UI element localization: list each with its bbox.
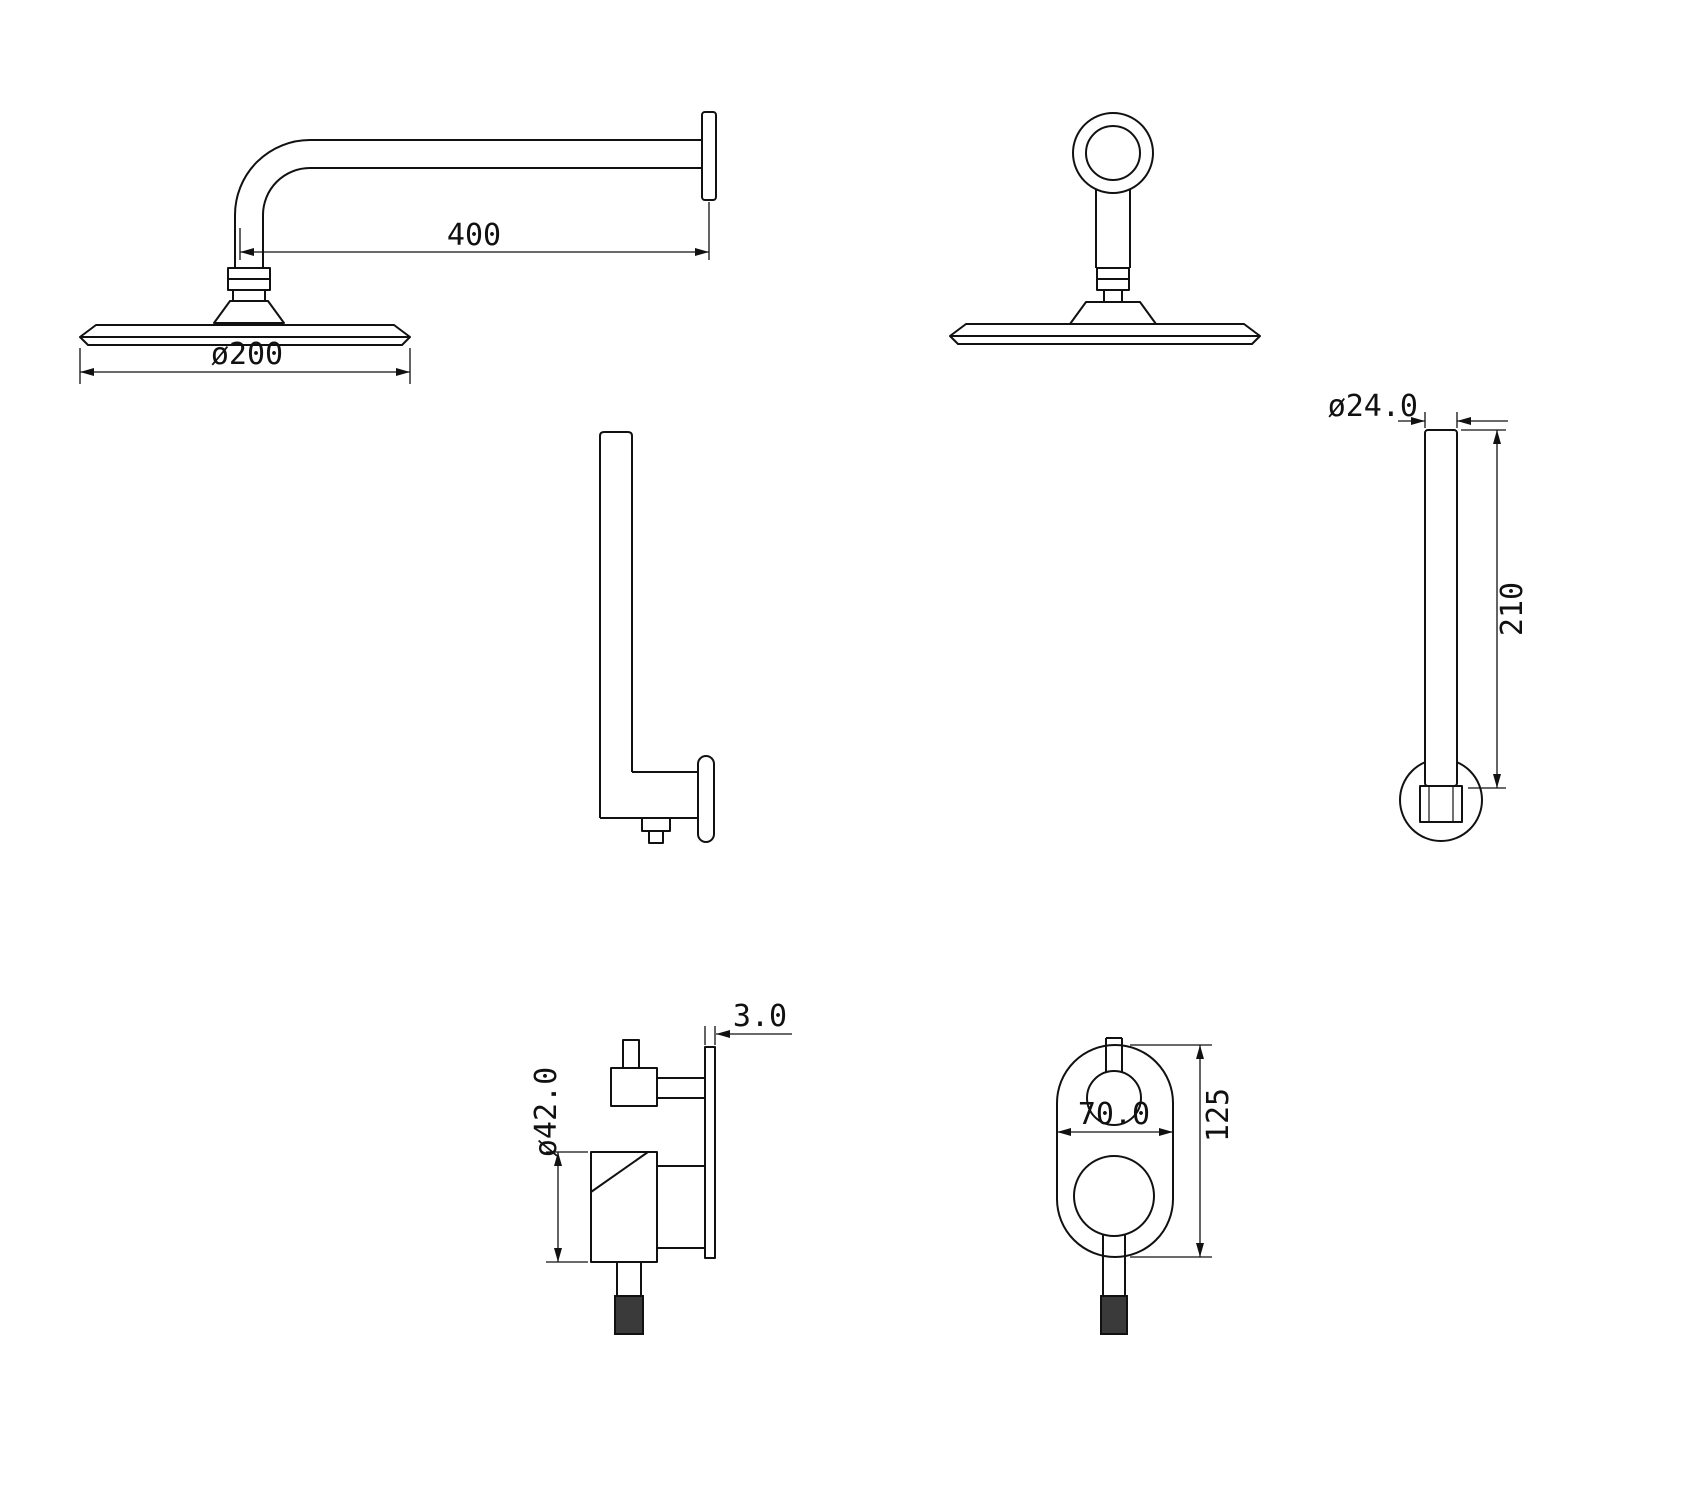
dim-plate-height: 125 [1201, 1088, 1236, 1142]
wall-flange-side [697, 755, 715, 843]
mixer-handle-front [1073, 1155, 1155, 1237]
outlet-tube-front [1424, 429, 1458, 787]
dim-handle-diameter: ø42.0 [529, 1067, 564, 1157]
mixer-handle-side [590, 1151, 658, 1263]
view-wall-outlet-side [599, 431, 715, 844]
wall-plate-profile [704, 1046, 716, 1259]
dim-tube-length: 210 [1495, 582, 1530, 636]
outlet-spout [641, 817, 671, 832]
outlet-tube-side [599, 431, 633, 818]
diverter-knob-side [610, 1067, 658, 1107]
wall-flange-front [1072, 112, 1154, 194]
head-cone-front [1069, 301, 1157, 325]
view-mixer-valve-side: 3.0 ø42.0 [529, 999, 792, 1335]
diverter-knob-front [1086, 1070, 1142, 1126]
lever-grip-front [1100, 1295, 1128, 1335]
head-cone [213, 300, 285, 324]
shower-arm-outline [234, 139, 702, 268]
diverter-stem [622, 1039, 640, 1069]
dim-plate-thickness: 3.0 [733, 999, 787, 1034]
view-wall-outlet-front: ø24.0 210 [1328, 389, 1530, 842]
view-shower-arm-side: 400 ø200 [79, 111, 717, 384]
dim-head-diameter: ø200 [211, 337, 283, 372]
wall-flange-profile [701, 111, 717, 201]
view-mixer-valve-front: 70.0 125 [1056, 1037, 1236, 1335]
mixer-plate-front [1056, 1044, 1174, 1258]
outlet-nut [1419, 785, 1463, 823]
dim-plate-width: 70.0 [1078, 1097, 1150, 1132]
dim-arm-length: 400 [447, 218, 501, 253]
lever-grip-side [614, 1295, 644, 1335]
shower-head-plate-front [949, 323, 1261, 345]
view-shower-head-front [949, 112, 1261, 345]
dim-tube-diameter: ø24.0 [1328, 389, 1418, 424]
